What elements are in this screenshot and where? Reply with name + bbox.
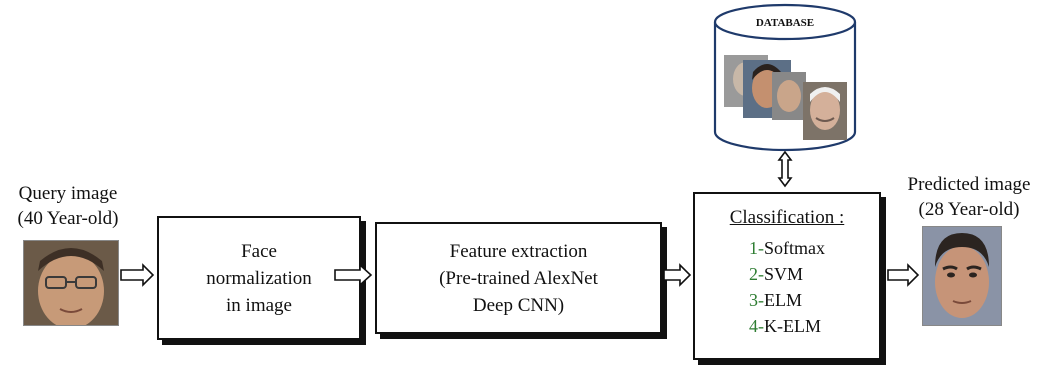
normalization-line1: Face bbox=[241, 240, 277, 262]
normalization-line3: in image bbox=[226, 294, 292, 316]
classifier-item: 1-Softmax bbox=[749, 238, 825, 258]
query-face-image bbox=[23, 240, 119, 326]
classifier-item: 4-K-ELM bbox=[749, 316, 821, 336]
predicted-caption-line1: Predicted image bbox=[907, 174, 1031, 195]
query-caption: Query image (40 Year-old) bbox=[2, 181, 134, 231]
arrow-classification-to-predicted bbox=[887, 263, 920, 287]
features-line2: (Pre-trained AlexNet bbox=[439, 267, 598, 289]
arrow-query-to-normalization bbox=[120, 263, 155, 287]
arrow-features-to-classification bbox=[663, 263, 692, 287]
feature-extraction-box: Feature extraction (Pre-trained AlexNet … bbox=[375, 222, 662, 334]
classifier-item: 2-SVM bbox=[749, 264, 804, 284]
arrow-normalization-to-features bbox=[334, 263, 373, 287]
classifier-list: 1-Softmax 2-SVM 3-ELM 4-K-ELM bbox=[749, 235, 825, 339]
database-cylinder bbox=[713, 3, 857, 152]
predicted-caption: Predicted image (28 Year-old) bbox=[886, 172, 1052, 222]
classifier-item: 3-ELM bbox=[749, 290, 802, 310]
database-label: DATABASE bbox=[756, 17, 814, 29]
face-normalization-box: Face normalization in image bbox=[157, 216, 361, 340]
normalization-line2: normalization bbox=[206, 267, 312, 289]
features-line1: Feature extraction bbox=[449, 240, 588, 262]
arrow-database-classification bbox=[777, 150, 793, 188]
classification-title: Classification : bbox=[729, 207, 845, 228]
predicted-caption-line2: (28 Year-old) bbox=[918, 199, 1020, 220]
features-line3: Deep CNN) bbox=[472, 294, 565, 316]
query-caption-line1: Query image bbox=[18, 183, 118, 204]
query-caption-line2: (40 Year-old) bbox=[17, 208, 119, 229]
classification-box: Classification : 1-Softmax 2-SVM 3-ELM 4… bbox=[693, 192, 881, 360]
predicted-face-image bbox=[922, 226, 1002, 326]
